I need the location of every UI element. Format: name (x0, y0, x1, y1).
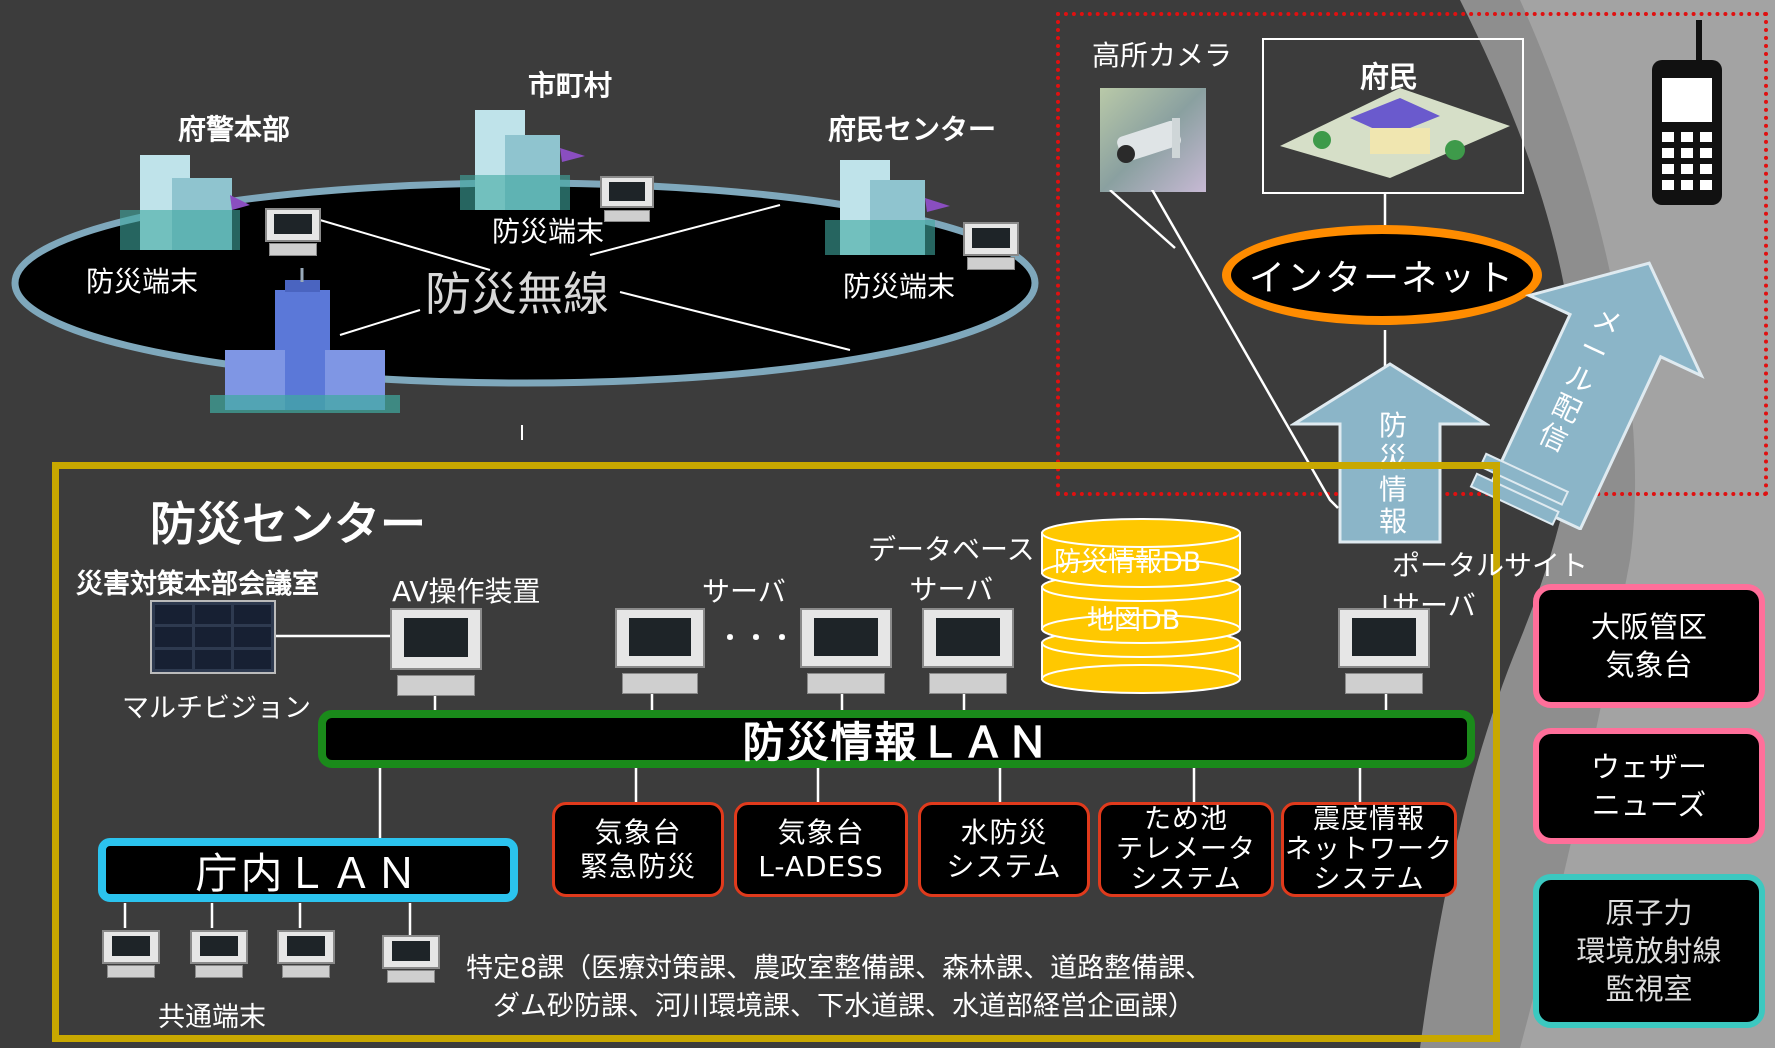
label-external-3: 原子力 環境放射線 監視室 (1576, 896, 1722, 1006)
label-portal: ポータルサイト サーバ (1392, 549, 1589, 622)
external-radiation-monitoring: 原子力 環境放射線 監視室 (1533, 874, 1765, 1028)
label-system-3: 水防災 システム (946, 815, 1062, 883)
system-seismic-network: 震度情報 ネットワーク システム (1281, 802, 1457, 897)
building-icon-resident-center (825, 160, 950, 255)
terminal-icon-resident-center (963, 222, 1019, 270)
terminal-icon-municipality (600, 176, 654, 222)
residential-area-icon (1280, 88, 1510, 178)
disaster-info-lan: 防災情報ＬＡＮ (318, 710, 1475, 768)
terminal-icon-police (265, 208, 321, 256)
internet-node: インターネット (1222, 225, 1542, 325)
common-terminal-icon-1 (102, 930, 160, 978)
building-icon-center (210, 268, 400, 413)
av-control-pc-icon (390, 608, 482, 696)
label-terminal-municipality: 防災端末 (492, 215, 605, 248)
label-external-2: ウェザー ニューズ (1590, 750, 1707, 822)
label-db1: 防災情報DB (1054, 547, 1202, 578)
label-system-2: 気象台 L-ADESS (758, 815, 884, 883)
label-resident-center: 府民センター (828, 113, 997, 146)
label-police-hq: 府警本部 (178, 113, 291, 146)
multivision-screen-icon (150, 600, 276, 674)
label-terminal-police: 防災端末 (86, 265, 199, 298)
label-residents: 府民 (1360, 60, 1419, 94)
label-info-arrow: 防災情報 (1378, 409, 1407, 538)
label-system-4: ため池 テレメータ システム (1116, 803, 1256, 895)
system-jma-emergency: 気象台 緊急防災 (552, 802, 724, 897)
common-terminal-icon-3 (277, 930, 335, 978)
center-title: 防災センター (150, 497, 426, 551)
portal-server-pc-icon (1338, 608, 1430, 694)
label-office-lan: 庁内ＬＡＮ (195, 848, 421, 898)
office-buildings (120, 110, 950, 413)
common-terminal-icon-4 (382, 935, 440, 983)
label-terminal-resident: 防災端末 (843, 270, 956, 303)
label-system-1: 気象台 緊急防災 (579, 815, 696, 883)
server-pc-icon-1 (615, 608, 705, 694)
label-camera: 高所カメラ (1092, 39, 1233, 72)
label-municipality: 市町村 (528, 69, 613, 102)
external-weathernews: ウェザー ニューズ (1533, 728, 1765, 844)
label-sections: 特定8課（医療対策課、農政室整備課、森林課、道路整備課、 ダム砂防課、河川環境課… (466, 953, 1213, 1022)
arrow-stripes (1469, 452, 1570, 526)
label-info-lan: 防災情報ＬＡＮ (742, 717, 1051, 767)
system-flood-control: 水防災 システム (918, 802, 1090, 897)
external-osaka-meteorological: 大阪管区 気象台 (1533, 584, 1765, 708)
server-pc-icon-2 (800, 608, 892, 694)
db-server-pc-icon (922, 608, 1014, 694)
disaster-center-frame (52, 462, 1500, 1042)
mobile-phone-icon (1652, 20, 1722, 205)
system-pond-telemeter: ため池 テレメータ システム (1098, 802, 1274, 897)
label-external-1: 大阪管区 気象台 (1590, 610, 1707, 682)
residents-box (1262, 38, 1524, 194)
label-disaster-radio: 防災無線 (425, 267, 609, 321)
label-db-server: データベース サーバ (868, 533, 1035, 606)
label-meeting-room: 災害対策本部会議室 (76, 569, 319, 600)
label-common-terminals: 共通端末 (158, 1002, 266, 1033)
label-system-5: 震度情報 ネットワーク システム (1285, 803, 1453, 895)
label-multivision: マルチビジョン (122, 693, 311, 724)
building-icon-police (120, 155, 250, 250)
label-servers: サーバ (702, 575, 786, 608)
database-cylinder-icon (1041, 518, 1241, 694)
common-terminal-icon-2 (190, 930, 248, 978)
disaster-info-up-arrow (1290, 362, 1490, 544)
building-icon-municipality (460, 110, 585, 210)
office-lan: 庁内ＬＡＮ (98, 838, 518, 902)
label-av: AV操作装置 (392, 575, 541, 608)
label-db2: 地図DB (1087, 605, 1181, 636)
system-jma-ladess: 気象台 L-ADESS (734, 802, 908, 897)
label-internet: インターネット (1248, 258, 1515, 299)
camera-icon (1100, 88, 1206, 192)
